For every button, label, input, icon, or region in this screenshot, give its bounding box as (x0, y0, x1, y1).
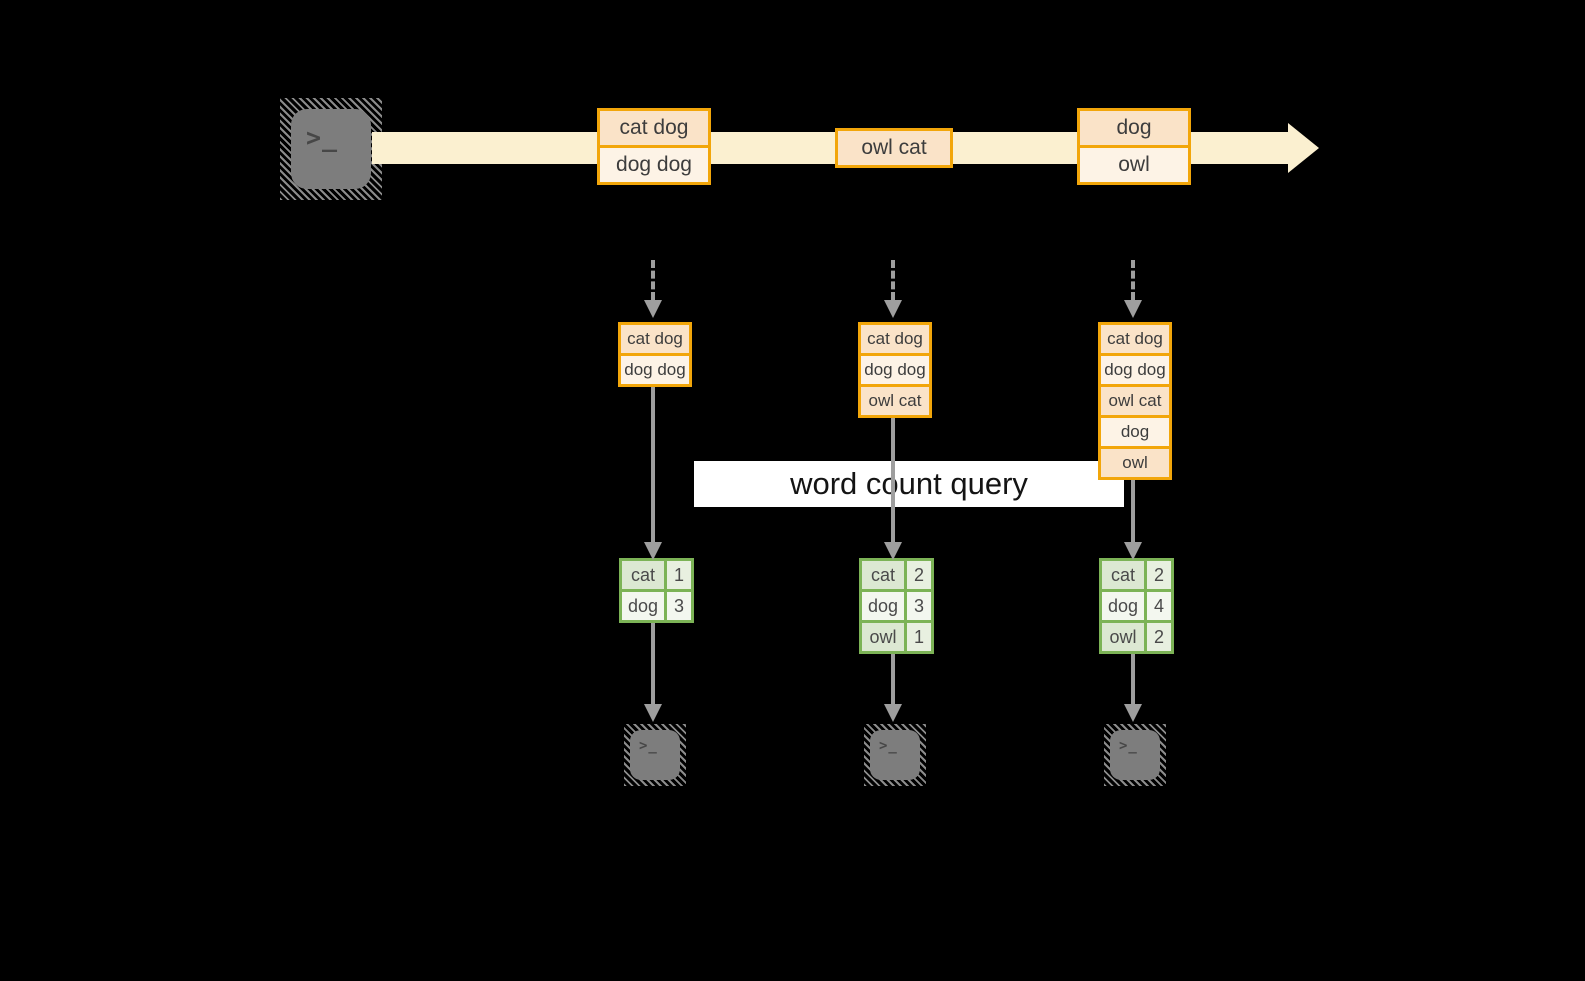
output-terminal-icon: >_ (624, 724, 686, 786)
accumulated-row: owl cat (861, 384, 929, 415)
stream-record-cell: cat dog (600, 111, 708, 145)
accumulated-row: owl cat (1101, 384, 1169, 415)
count-row: owl 1 (862, 620, 931, 651)
count-row: dog 4 (1102, 589, 1171, 620)
terminal-prompt-icon: >_ (639, 738, 658, 754)
accumulated-row: dog dog (1101, 353, 1169, 384)
query-banner: word count query (694, 461, 1124, 507)
count-word: owl (1102, 623, 1144, 651)
down-arrowhead-icon (1124, 542, 1142, 560)
dashed-down-arrow (1131, 260, 1135, 300)
down-connector (651, 623, 655, 704)
down-arrowhead-icon (644, 704, 662, 722)
stream-arrowhead-icon (1288, 123, 1319, 173)
count-table-2: cat 2 dog 3 owl 1 (859, 558, 934, 654)
count-value: 3 (904, 592, 931, 620)
count-row: cat 1 (622, 561, 691, 589)
stream-record-3: dog owl (1077, 108, 1191, 185)
accumulated-row: cat dog (861, 325, 929, 353)
count-word: cat (622, 561, 664, 589)
count-row: dog 3 (862, 589, 931, 620)
accumulated-row: cat dog (1101, 325, 1169, 353)
count-value: 2 (1144, 561, 1171, 589)
count-word: dog (862, 592, 904, 620)
count-word: dog (622, 592, 664, 620)
count-value: 2 (904, 561, 931, 589)
terminal-screen: >_ (1110, 730, 1160, 780)
count-word: cat (862, 561, 904, 589)
accumulated-records-1: cat dog dog dog (618, 322, 692, 387)
down-arrowhead-icon (644, 300, 662, 318)
accumulated-row: dog dog (861, 353, 929, 384)
down-connector (1131, 480, 1135, 542)
down-arrowhead-icon (1124, 300, 1142, 318)
count-row: dog 3 (622, 589, 691, 620)
accumulated-records-2: cat dog dog dog owl cat (858, 322, 932, 418)
count-table-3: cat 2 dog 4 owl 2 (1099, 558, 1174, 654)
count-value: 4 (1144, 592, 1171, 620)
count-word: cat (1102, 561, 1144, 589)
count-table-1: cat 1 dog 3 (619, 558, 694, 623)
dashed-down-arrow (651, 260, 655, 300)
dashed-down-arrow (891, 260, 895, 300)
count-value: 1 (664, 561, 691, 589)
output-terminal-icon: >_ (1104, 724, 1166, 786)
output-terminal-icon: >_ (864, 724, 926, 786)
down-connector (891, 654, 895, 704)
down-arrowhead-icon (644, 542, 662, 560)
stream-record-cell: owl (1080, 145, 1188, 182)
terminal-screen: >_ (870, 730, 920, 780)
count-row: cat 2 (1102, 561, 1171, 589)
accumulated-row: cat dog (621, 325, 689, 353)
accumulated-row: owl (1101, 446, 1169, 477)
down-arrowhead-icon (884, 542, 902, 560)
accumulated-records-3: cat dog dog dog owl cat dog owl (1098, 322, 1172, 480)
stream-record-cell: dog dog (600, 145, 708, 182)
count-row: owl 2 (1102, 620, 1171, 651)
stream-record-cell: dog (1080, 111, 1188, 145)
terminal-prompt-icon: >_ (1119, 738, 1138, 754)
terminal-screen: >_ (630, 730, 680, 780)
down-connector (651, 387, 655, 542)
stream-record-cell: owl cat (838, 131, 950, 165)
count-value: 2 (1144, 623, 1171, 651)
terminal-screen: >_ (291, 109, 371, 189)
accumulated-row: dog dog (621, 353, 689, 384)
source-terminal-icon: >_ (280, 98, 382, 200)
down-arrowhead-icon (1124, 704, 1142, 722)
terminal-prompt-icon: >_ (306, 123, 339, 152)
count-word: owl (862, 623, 904, 651)
down-connector (891, 418, 895, 542)
stream-record-1: cat dog dog dog (597, 108, 711, 185)
stream-record-2: owl cat (835, 128, 953, 168)
terminal-prompt-icon: >_ (879, 738, 898, 754)
count-value: 1 (904, 623, 931, 651)
down-arrowhead-icon (884, 704, 902, 722)
down-arrowhead-icon (884, 300, 902, 318)
query-banner-label: word count query (790, 466, 1028, 501)
count-row: cat 2 (862, 561, 931, 589)
count-word: dog (1102, 592, 1144, 620)
down-connector (1131, 654, 1135, 704)
count-value: 3 (664, 592, 691, 620)
accumulated-row: dog (1101, 415, 1169, 446)
